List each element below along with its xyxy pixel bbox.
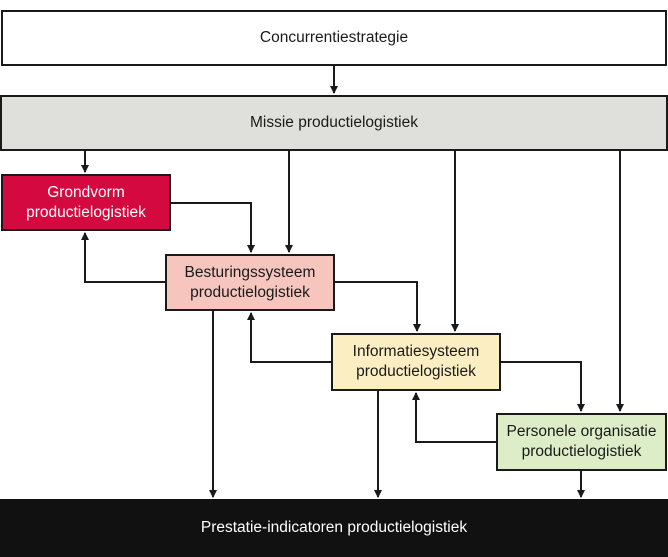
informatiesysteem-label-line2: productielogistiek <box>356 363 476 380</box>
personele-organisatie-label-line1: Personele organisatie <box>506 423 657 440</box>
arrow-grondvorm-to-besturing <box>171 202 255 253</box>
besturingssysteem-label-line1: Besturingssysteem <box>184 263 316 281</box>
personele-organisatie-box: Personele organisatie productielogistiek <box>496 413 667 471</box>
grondvorm-label-line2: productielogistiek <box>26 203 146 221</box>
arrow-personeel-to-informatie <box>412 392 496 443</box>
concurrentiestrategie-box: Concurrentiestrategie <box>1 10 667 66</box>
informatiesysteem-label-line1: Informatiesysteem <box>352 343 480 360</box>
besturingssysteem-box: Besturingssysteem productielogistiek <box>165 254 335 311</box>
prestatie-indicatoren-label: Prestatie-indicatoren productielogistiek <box>200 519 468 536</box>
arrow-informatie-to-personeel <box>501 361 585 412</box>
grondvorm-box: Grondvorm productielogistiek <box>1 174 171 231</box>
grondvorm-label-line1: Grondvorm <box>47 183 125 201</box>
personele-organisatie-label-line2: productielogistiek <box>521 443 642 460</box>
informatiesysteem-box: Informatiesysteem productielogistiek <box>331 333 501 391</box>
arrow-besturing-to-grondvorm <box>81 232 165 283</box>
missie-label: Missie productielogistiek <box>250 114 418 131</box>
besturingssysteem-label-line2: productielogistiek <box>190 283 310 301</box>
arrow-besturing-to-informatie <box>335 281 421 332</box>
concurrentiestrategie-label: Concurrentiestrategie <box>259 29 409 46</box>
arrow-informatie-to-besturing <box>247 312 331 363</box>
missie-box: Missie productielogistiek <box>0 95 668 151</box>
prestatie-indicatoren-box: Prestatie-indicatoren productielogistiek <box>0 499 668 557</box>
